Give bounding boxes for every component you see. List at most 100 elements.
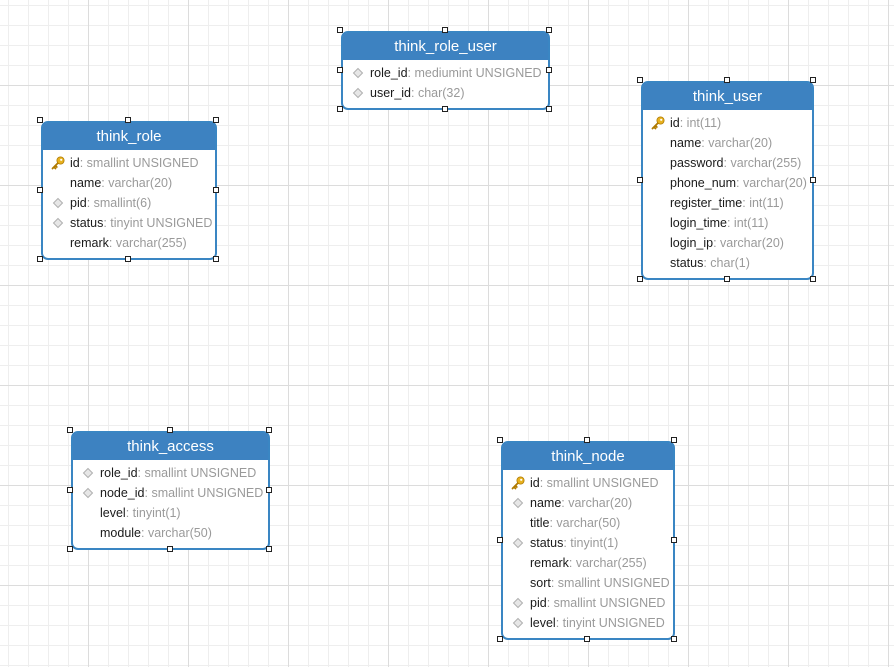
column-type: : varchar(255) [108,236,187,250]
resize-handle[interactable] [810,276,816,282]
column-type: : varchar(50) [141,526,212,540]
column-row[interactable]: login_ip: varchar(20) [643,233,812,253]
resize-handle[interactable] [671,636,677,642]
column-row[interactable]: module: varchar(50) [73,523,268,543]
resize-handle[interactable] [67,546,73,552]
resize-handle[interactable] [637,77,643,83]
column-row[interactable]: role_id: mediumint UNSIGNED [343,63,548,83]
resize-handle[interactable] [724,77,730,83]
column-label: level: tinyint(1) [100,503,181,523]
column-row[interactable]: id: smallint UNSIGNED [43,153,215,173]
column-row[interactable]: title: varchar(50) [503,513,673,533]
column-type: : smallint(6) [86,196,152,210]
resize-handle[interactable] [37,117,43,123]
column-label: name: varchar(20) [530,493,632,513]
column-name: status [530,536,564,550]
column-row[interactable]: status: char(1) [643,253,812,273]
column-label: user_id: char(32) [370,83,465,103]
resize-handle[interactable] [266,487,272,493]
column-row[interactable]: role_id: smallint UNSIGNED [73,463,268,483]
diamond-icon [82,467,94,479]
resize-handle[interactable] [810,77,816,83]
resize-handle[interactable] [266,427,272,433]
entity-think-role-user[interactable]: think_role_user role_id: mediumint UNSIGN… [341,31,550,110]
column-name: pid [530,596,547,610]
column-row[interactable]: id: int(11) [643,113,812,133]
diamond-icon [352,87,364,99]
resize-handle[interactable] [671,537,677,543]
resize-handle[interactable] [724,276,730,282]
column-row[interactable]: name: varchar(20) [503,493,673,513]
diamond-icon [512,497,524,509]
entity-title: think_role_user [343,33,548,60]
column-type: : smallint UNSIGNED [144,486,264,500]
resize-handle[interactable] [637,177,643,183]
resize-handle[interactable] [497,537,503,543]
column-row[interactable]: register_time: int(11) [643,193,812,213]
key-icon [511,476,525,490]
column-type: : smallint UNSIGNED [550,576,670,590]
resize-handle[interactable] [167,546,173,552]
column-label: id: smallint UNSIGNED [530,473,659,493]
column-type: : char(1) [703,256,750,270]
column-type: : varchar(50) [549,516,621,530]
resize-handle[interactable] [810,177,816,183]
column-row[interactable]: name: varchar(20) [643,133,812,153]
column-row[interactable]: sort: smallint UNSIGNED [503,573,673,593]
entity-title: think_node [503,443,673,470]
resize-handle[interactable] [37,187,43,193]
column-label: pid: smallint UNSIGNED [530,593,665,613]
resize-handle[interactable] [213,187,219,193]
column-row[interactable]: login_time: int(11) [643,213,812,233]
column-row[interactable]: name: varchar(20) [43,173,215,193]
resize-handle[interactable] [442,106,448,112]
resize-handle[interactable] [337,67,343,73]
column-type: : varchar(20) [736,176,807,190]
resize-handle[interactable] [671,437,677,443]
column-row[interactable]: remark: varchar(255) [43,233,215,253]
resize-handle[interactable] [67,427,73,433]
resize-handle[interactable] [167,427,173,433]
resize-handle[interactable] [67,487,73,493]
column-name: register_time [670,196,743,210]
diamond-icon [352,67,364,79]
column-row[interactable]: node_id: smallint UNSIGNED [73,483,268,503]
column-row[interactable]: phone_num: varchar(20) [643,173,812,193]
resize-handle[interactable] [584,636,590,642]
column-label: id: smallint UNSIGNED [70,153,199,173]
resize-handle[interactable] [497,437,503,443]
column-row[interactable]: pid: smallint UNSIGNED [503,593,673,613]
column-row[interactable]: password: varchar(255) [643,153,812,173]
column-row[interactable]: remark: varchar(255) [503,553,673,573]
resize-handle[interactable] [546,67,552,73]
resize-handle[interactable] [266,546,272,552]
resize-handle[interactable] [546,27,552,33]
column-row[interactable]: status: tinyint UNSIGNED [43,213,215,233]
column-row[interactable]: id: smallint UNSIGNED [503,473,673,493]
resize-handle[interactable] [213,256,219,262]
resize-handle[interactable] [546,106,552,112]
resize-handle[interactable] [213,117,219,123]
resize-handle[interactable] [337,106,343,112]
column-type: : smallint UNSIGNED [539,476,659,490]
resize-handle[interactable] [125,117,131,123]
resize-handle[interactable] [497,636,503,642]
resize-handle[interactable] [37,256,43,262]
column-row[interactable]: pid: smallint(6) [43,193,215,213]
resize-handle[interactable] [125,256,131,262]
column-row[interactable]: level: tinyint UNSIGNED [503,613,673,633]
column-row[interactable]: user_id: char(32) [343,83,548,103]
resize-handle[interactable] [584,437,590,443]
entity-title: think_role [43,123,215,150]
resize-handle[interactable] [337,27,343,33]
resize-handle[interactable] [442,27,448,33]
resize-handle[interactable] [637,276,643,282]
column-row[interactable]: level: tinyint(1) [73,503,268,523]
column-name: status [670,256,704,270]
column-row[interactable]: status: tinyint(1) [503,533,673,553]
column-name: id [70,156,80,170]
